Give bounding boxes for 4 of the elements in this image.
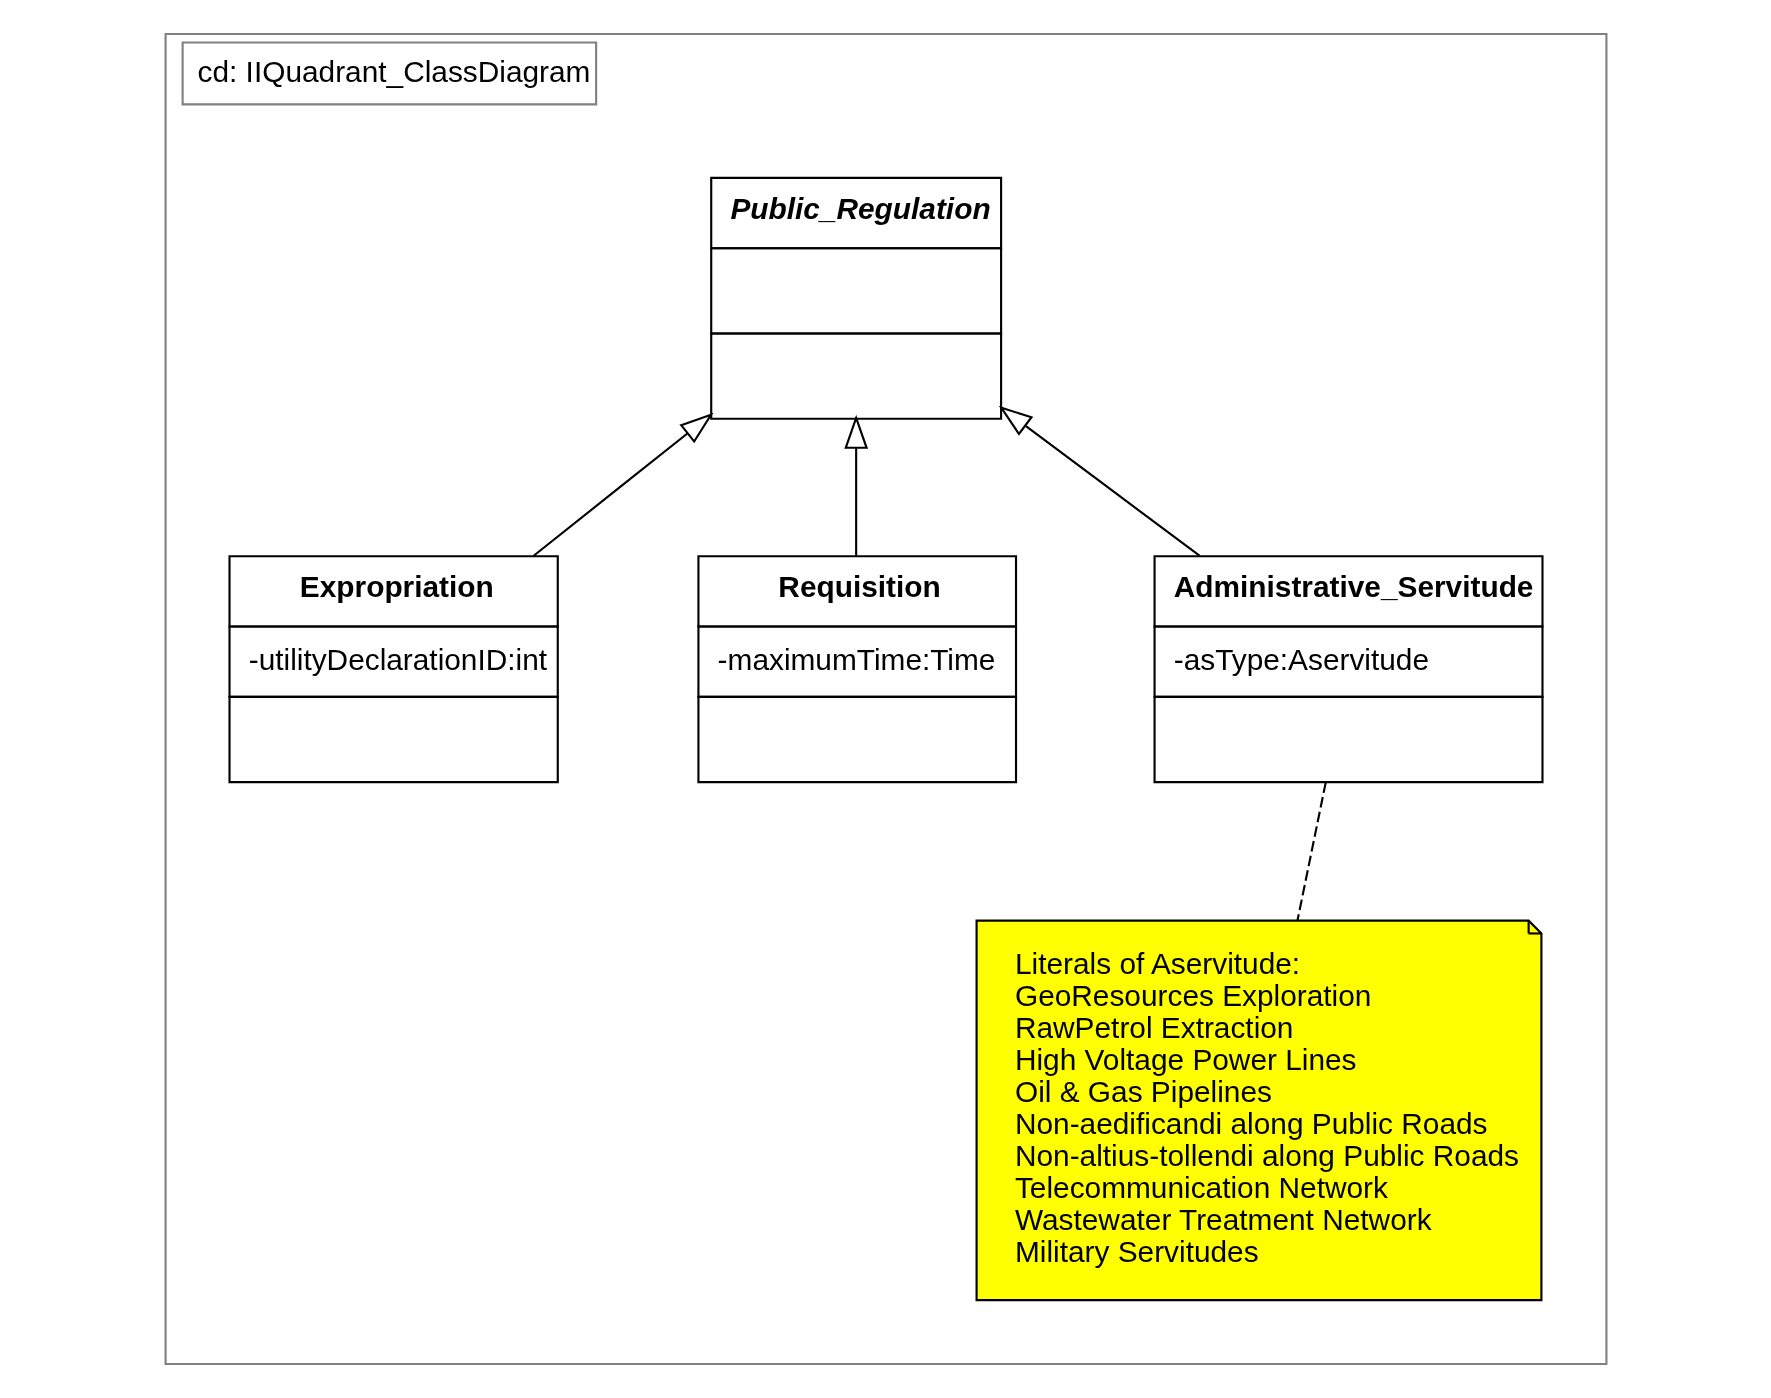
arrow [998, 405, 1200, 557]
arrow [532, 412, 714, 557]
connector [1295, 782, 1327, 921]
arrow [843, 414, 868, 556]
